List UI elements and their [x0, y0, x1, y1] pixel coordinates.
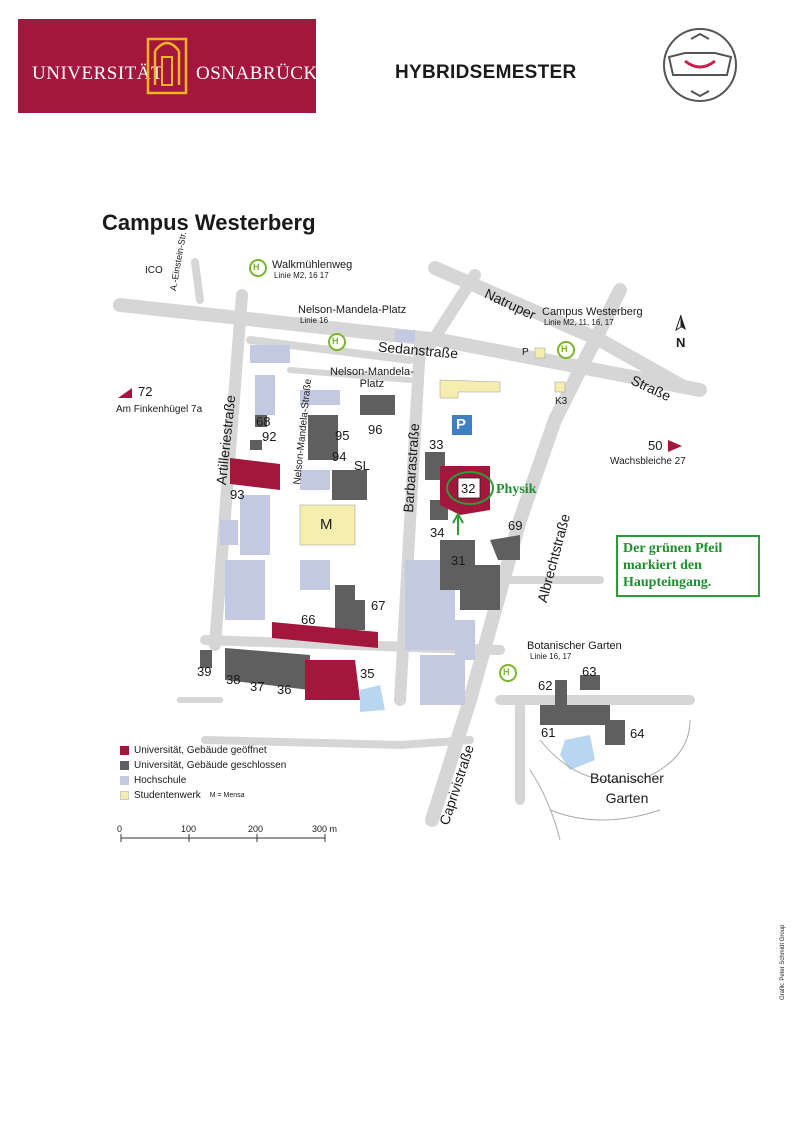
- place-sl: SL: [354, 458, 370, 473]
- offsite-50-number: 50: [648, 438, 663, 453]
- stop-symbol-1: H: [253, 262, 260, 272]
- place-mensa: M: [320, 516, 333, 533]
- building-39: 39: [197, 664, 212, 679]
- hochschule-buildings: [220, 330, 475, 705]
- parking-label: P: [456, 416, 467, 433]
- stop-walkmuehlenweg-line: Linie M2, 16 17: [274, 271, 329, 280]
- entrance-note: Der grünen Pfeil markiert den Haupteinga…: [616, 535, 760, 597]
- legend-hochschule: Hochschule: [120, 775, 186, 786]
- scale-tick-200: 200: [248, 824, 264, 834]
- physik-highlight: [446, 471, 494, 535]
- building-95: 95: [335, 428, 350, 443]
- logo-text-right: OSNABRÜCK: [196, 63, 318, 84]
- stop-nelson: Nelson-Mandela-Platz: [298, 304, 407, 316]
- map-title: Campus Westerberg: [102, 210, 316, 235]
- place-botanischer-garten: Botanischer Garten: [590, 770, 664, 806]
- pond: [360, 685, 385, 712]
- offsite-72-address: Am Finkenhügel 7a: [116, 404, 203, 415]
- north-label: N: [676, 335, 686, 350]
- stop-botanischer-line: Linie 16, 17: [530, 652, 572, 661]
- building-37: 37: [250, 679, 265, 694]
- building-93: 93: [230, 487, 245, 502]
- scale-tick-300: 300 m: [312, 824, 338, 834]
- garden-pond: [560, 735, 595, 770]
- legend-label-open: Universität, Gebäude geöffnet: [134, 745, 267, 756]
- legend-swatch-closed: [120, 761, 129, 770]
- stop-campus: Campus Westerberg: [542, 306, 643, 318]
- legend-swatch-hochschule: [120, 776, 129, 785]
- stop-symbol-4: H: [503, 667, 510, 677]
- graphic-credit: Grafik: Peter Schmidt Group: [780, 924, 786, 1000]
- legend-open: Universität, Gebäude geöffnet: [120, 745, 267, 756]
- stop-nelson-line: Linie 16: [300, 316, 329, 325]
- legend-swatch-studentenwerk: [120, 791, 129, 800]
- place-ico: ICO: [145, 265, 163, 276]
- scale-tick-100: 100: [181, 824, 197, 834]
- crest-icon: [146, 37, 188, 95]
- bus-stop-icons: [249, 259, 575, 682]
- place-p-small: P: [522, 347, 529, 358]
- stop-symbol-3: H: [561, 344, 568, 354]
- place-nelson-platz: Nelson-Mandela- Platz: [330, 366, 414, 390]
- building-67: 67: [371, 598, 386, 613]
- scale-bar: [120, 834, 326, 842]
- legend-swatch-open: [120, 746, 129, 755]
- building-64: 64: [630, 726, 645, 741]
- page-title: HYBRIDSEMESTER: [395, 62, 577, 83]
- building-92: 92: [262, 429, 277, 444]
- street-network: [113, 258, 707, 827]
- legend-label-closed: Universität, Gebäude geschlossen: [134, 760, 287, 771]
- legend-studentenwerk: Studentenwerk M = Mensa: [120, 790, 245, 801]
- building-68: 68: [256, 414, 271, 429]
- north-arrow: [675, 314, 686, 332]
- stop-botanischer: Botanischer Garten: [527, 640, 622, 652]
- building-66: 66: [301, 612, 316, 627]
- offsite-flags: [118, 388, 682, 452]
- face-mask-icon: [663, 28, 737, 102]
- legend-label-hochschule: Hochschule: [134, 775, 187, 786]
- closed-buildings: [200, 395, 625, 745]
- building-35: 35: [360, 666, 375, 681]
- building-63: 63: [582, 664, 597, 679]
- stop-symbol-2: H: [332, 336, 339, 346]
- building-61: 61: [541, 725, 556, 740]
- building-34: 34: [430, 525, 445, 540]
- legend-label-studentenwerk: Studentenwerk: [134, 790, 201, 801]
- building-94: 94: [332, 449, 347, 464]
- garden-paths: [529, 719, 691, 841]
- legend-mensa-note: M = Mensa: [209, 792, 245, 799]
- building-69: 69: [508, 518, 523, 533]
- building-31: 31: [451, 553, 466, 568]
- building-32: 32: [461, 481, 476, 496]
- university-logo: UNIVERSITÄT OSNABRÜCK: [18, 19, 318, 113]
- building-62: 62: [538, 678, 553, 693]
- stop-walkmuehlenweg: Walkmühlenweg: [272, 259, 353, 271]
- building-36: 36: [277, 682, 292, 697]
- scale-tick-0: 0: [117, 824, 123, 834]
- legend-closed: Universität, Gebäude geschlossen: [120, 760, 286, 771]
- building-96: 96: [368, 422, 383, 437]
- place-k3: K3: [555, 396, 568, 407]
- parking-symbol: [452, 415, 472, 435]
- offsite-72-number: 72: [138, 384, 153, 399]
- building-38: 38: [226, 672, 241, 687]
- offsite-50-address: Wachsbleiche 27: [610, 456, 686, 467]
- physik-label: Physik: [496, 482, 537, 497]
- building-33: 33: [429, 437, 444, 452]
- stop-campus-line: Linie M2, 11, 16, 17: [544, 318, 614, 327]
- logo-text-left: UNIVERSITÄT: [32, 63, 164, 84]
- studentenwerk-buildings: [299, 347, 566, 546]
